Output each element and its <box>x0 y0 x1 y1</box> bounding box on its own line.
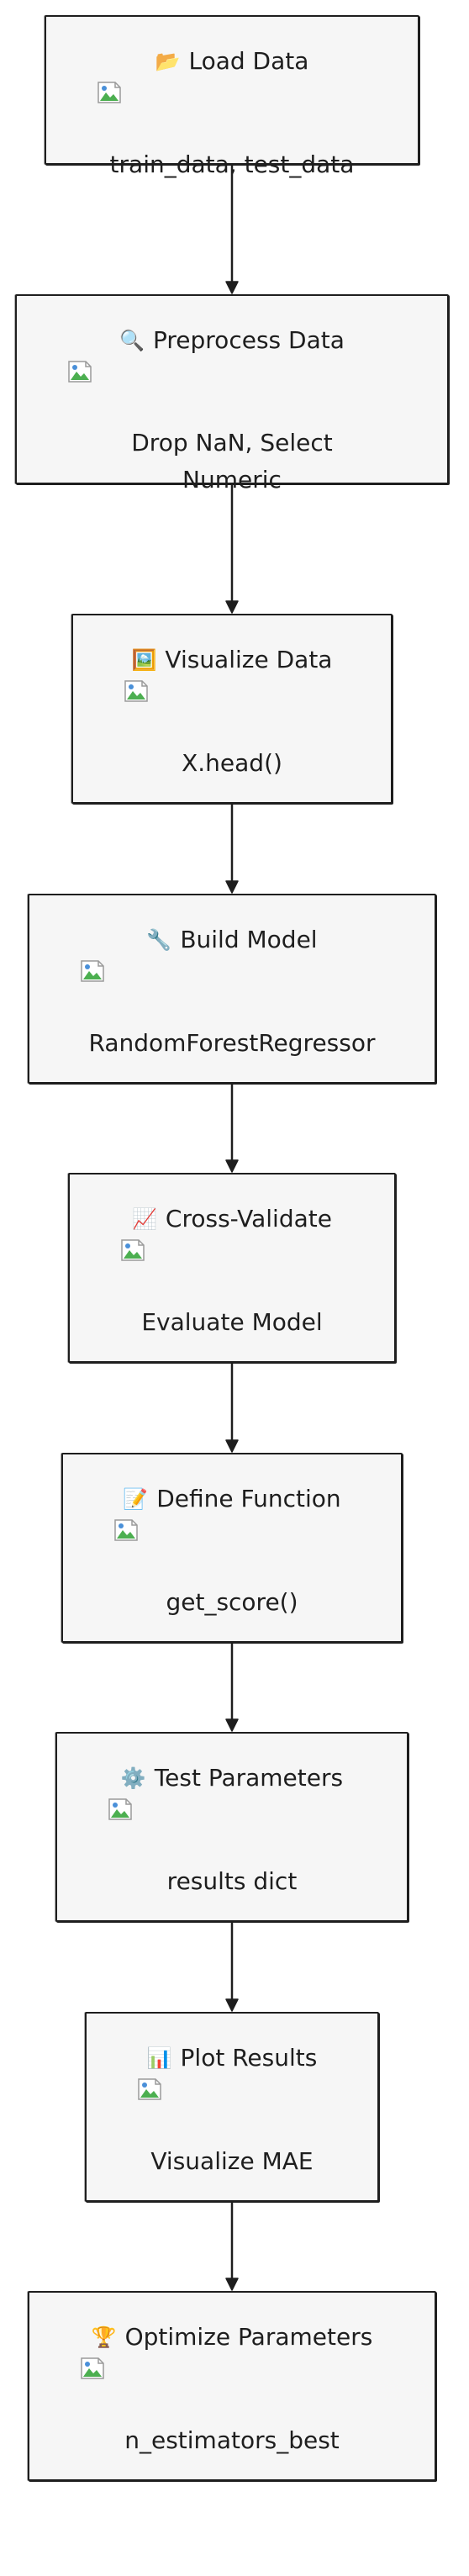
chart-up-icon: 📈 <box>132 1207 157 1231</box>
node-plot-results: 📊 Plot Results Visualize MAE <box>85 2012 379 2202</box>
node-label: get_score() <box>166 1588 298 1616</box>
flow-arrow <box>225 802 239 894</box>
broken-image-icon <box>81 960 104 982</box>
arrow-head <box>225 281 239 294</box>
arrow-head <box>225 1159 239 1173</box>
arrow-head <box>225 2278 239 2291</box>
node-build-model: 🔧 Build Model RandomForestRegressor <box>28 894 436 1084</box>
arrow-head <box>225 880 239 894</box>
memo-icon: 📝 <box>123 1487 149 1511</box>
flow-arrow <box>225 2200 239 2291</box>
node-define-function: 📝 Define Function get_score() <box>61 1453 403 1643</box>
arrow-head <box>225 1439 239 1453</box>
folder-icon: 📂 <box>155 50 181 73</box>
node-title-text: Load Data <box>188 47 309 75</box>
flow-arrow <box>225 163 239 294</box>
flow-arrow <box>225 1082 239 1173</box>
broken-image-icon <box>68 361 92 383</box>
broken-image-icon <box>97 82 121 103</box>
wrench-icon: 🔧 <box>146 928 172 952</box>
node-title-text: Cross-Validate <box>165 1205 332 1233</box>
node-load-data: 📂 Load Data train_data, test_data <box>45 15 419 178</box>
bar-chart-icon: 📊 <box>146 2046 172 2070</box>
node-title: 📝 Define Function <box>63 1485 401 1513</box>
node-cross-validate: 📈 Cross-Validate Evaluate Model <box>68 1173 396 1363</box>
node-title-text: Plot Results <box>180 2044 318 2072</box>
node-title-text: Test Parameters <box>154 1764 344 1792</box>
arrow-head <box>225 1998 239 2012</box>
node-label: train_data, test_data <box>109 150 355 178</box>
arrow-head <box>225 600 239 614</box>
node-title: 🔧 Build Model <box>29 926 435 954</box>
node-title: 📊 Plot Results <box>87 2044 377 2072</box>
node-optimize-parameters: 🏆 Optimize Parameters n_estimators_best <box>28 2291 436 2481</box>
node-title: 🔍 Preprocess Data <box>17 326 447 355</box>
magnifier-icon: 🔍 <box>119 329 145 352</box>
node-label: n_estimators_best <box>124 2426 340 2454</box>
node-label: RandomForestRegressor <box>88 1029 376 1057</box>
trophy-icon: 🏆 <box>91 2325 117 2349</box>
broken-image-icon <box>138 2078 161 2100</box>
broken-image-icon <box>114 1519 138 1541</box>
node-title-text: Build Model <box>180 926 318 953</box>
node-label: results dict <box>166 1867 298 1895</box>
picture-icon: 🖼️ <box>131 648 157 672</box>
node-title: 📈 Cross-Validate <box>70 1205 394 1233</box>
broken-image-icon <box>121 1239 145 1261</box>
node-test-parameters: ⚙️ Test Parameters results dict <box>55 1732 408 1922</box>
node-preprocess-data: 🔍 Preprocess Data Drop NaN, Select Numeri… <box>15 294 449 494</box>
node-label: Visualize MAE <box>150 2147 314 2175</box>
node-title: ⚙️ Test Parameters <box>57 1764 407 1792</box>
arrow-head <box>225 1718 239 1732</box>
broken-image-icon <box>108 1798 132 1820</box>
gear-icon: ⚙️ <box>120 1766 146 1790</box>
flow-arrow <box>225 1361 239 1453</box>
node-title-text: Define Function <box>156 1485 341 1512</box>
node-label: Evaluate Model <box>141 1308 323 1336</box>
node-title: 🖼️ Visualize Data <box>73 646 391 674</box>
node-title: 📂 Load Data <box>46 47 418 76</box>
node-title-text: Visualize Data <box>165 646 333 673</box>
node-title: 🏆 Optimize Parameters <box>29 2323 435 2352</box>
node-title-text: Optimize Parameters <box>124 2323 373 2351</box>
node-label: Drop NaN, Select Numeric <box>131 429 333 494</box>
broken-image-icon <box>81 2357 104 2379</box>
node-title-text: Preprocess Data <box>153 326 345 354</box>
flow-arrow <box>225 1641 239 1732</box>
node-label: X.head() <box>182 749 282 777</box>
node-visualize-data: 🖼️ Visualize Data X.head() <box>71 614 393 804</box>
flow-arrow <box>225 483 239 614</box>
broken-image-icon <box>124 680 148 702</box>
flow-arrow <box>225 1920 239 2012</box>
